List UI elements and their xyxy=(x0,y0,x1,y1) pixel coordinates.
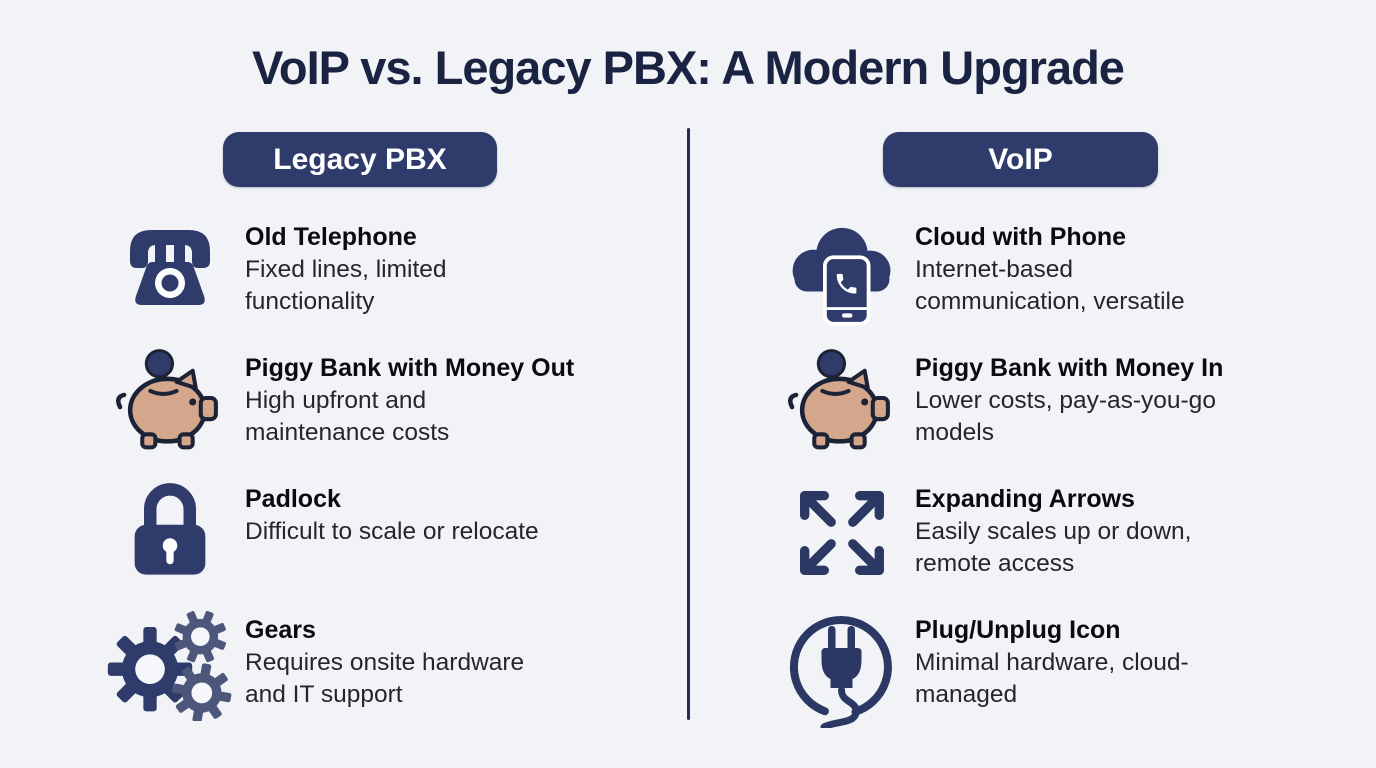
column-divider xyxy=(687,128,690,720)
feature-title: Expanding Arrows xyxy=(915,485,1135,513)
feature-text: Expanding Arrows Easily scales up or dow… xyxy=(915,473,1348,580)
feature-title: Padlock xyxy=(245,485,341,513)
plug-unplug-icon xyxy=(768,604,915,728)
feature-description: Lower costs, pay-as-you-go models xyxy=(915,387,1216,447)
feature-row: Gears Requires onsite hardware and IT su… xyxy=(95,604,660,735)
feature-row: Piggy Bank with Money Out High upfront a… xyxy=(95,342,660,473)
padlock-icon xyxy=(95,473,245,583)
feature-description: High upfront and maintenance costs xyxy=(245,387,450,447)
feature-description: Difficult to scale or relocate xyxy=(245,518,539,545)
legacy-pbx-column: Old Telephone Fixed lines, limited funct… xyxy=(95,211,660,735)
feature-description: Requires onsite hardware and IT support xyxy=(245,649,525,709)
expanding-arrows-icon xyxy=(768,473,915,587)
piggy-bank-money-in-icon xyxy=(768,342,915,450)
voip-column: Cloud with Phone Internet-based communic… xyxy=(768,211,1348,735)
feature-row: Expanding Arrows Easily scales up or dow… xyxy=(768,473,1348,604)
feature-row: Plug/Unplug Icon Minimal hardware, cloud… xyxy=(768,604,1348,735)
feature-description: Easily scales up or down, remote access xyxy=(915,518,1192,578)
feature-title: Piggy Bank with Money Out xyxy=(245,354,575,382)
gears-icon xyxy=(95,604,245,721)
feature-row: Old Telephone Fixed lines, limited funct… xyxy=(95,211,660,342)
piggy-bank-money-out-icon xyxy=(95,342,245,450)
feature-row: Piggy Bank with Money In Lower costs, pa… xyxy=(768,342,1348,473)
page-title: VoIP vs. Legacy PBX: A Modern Upgrade xyxy=(252,41,1125,94)
voip-header-label: VoIP xyxy=(988,142,1053,176)
feature-title: Piggy Bank with Money In xyxy=(915,354,1224,382)
cloud-with-phone-icon xyxy=(768,211,915,327)
feature-text: Plug/Unplug Icon Minimal hardware, cloud… xyxy=(915,604,1348,711)
feature-description: Internet-based communication, versatile xyxy=(915,256,1185,316)
feature-text: Piggy Bank with Money In Lower costs, pa… xyxy=(915,342,1348,449)
feature-title: Old Telephone xyxy=(245,223,417,251)
legacy-pbx-header-badge: Legacy PBX xyxy=(223,132,497,187)
voip-header-badge: VoIP xyxy=(883,132,1158,187)
feature-description: Fixed lines, limited functionality xyxy=(245,256,447,316)
feature-title: Cloud with Phone xyxy=(915,223,1127,251)
feature-row: Cloud with Phone Internet-based communic… xyxy=(768,211,1348,342)
feature-text: Padlock Difficult to scale or relocate xyxy=(245,473,660,548)
feature-title: Plug/Unplug Icon xyxy=(915,616,1121,644)
feature-text: Old Telephone Fixed lines, limited funct… xyxy=(245,211,660,318)
feature-text: Piggy Bank with Money Out High upfront a… xyxy=(245,342,660,449)
old-telephone-icon xyxy=(95,211,245,317)
feature-text: Cloud with Phone Internet-based communic… xyxy=(915,211,1348,318)
feature-description: Minimal hardware, cloud- managed xyxy=(915,649,1189,709)
feature-title: Gears xyxy=(245,616,316,644)
legacy-pbx-header-label: Legacy PBX xyxy=(273,142,447,176)
feature-row: Padlock Difficult to scale or relocate xyxy=(95,473,660,604)
feature-text: Gears Requires onsite hardware and IT su… xyxy=(245,604,660,711)
